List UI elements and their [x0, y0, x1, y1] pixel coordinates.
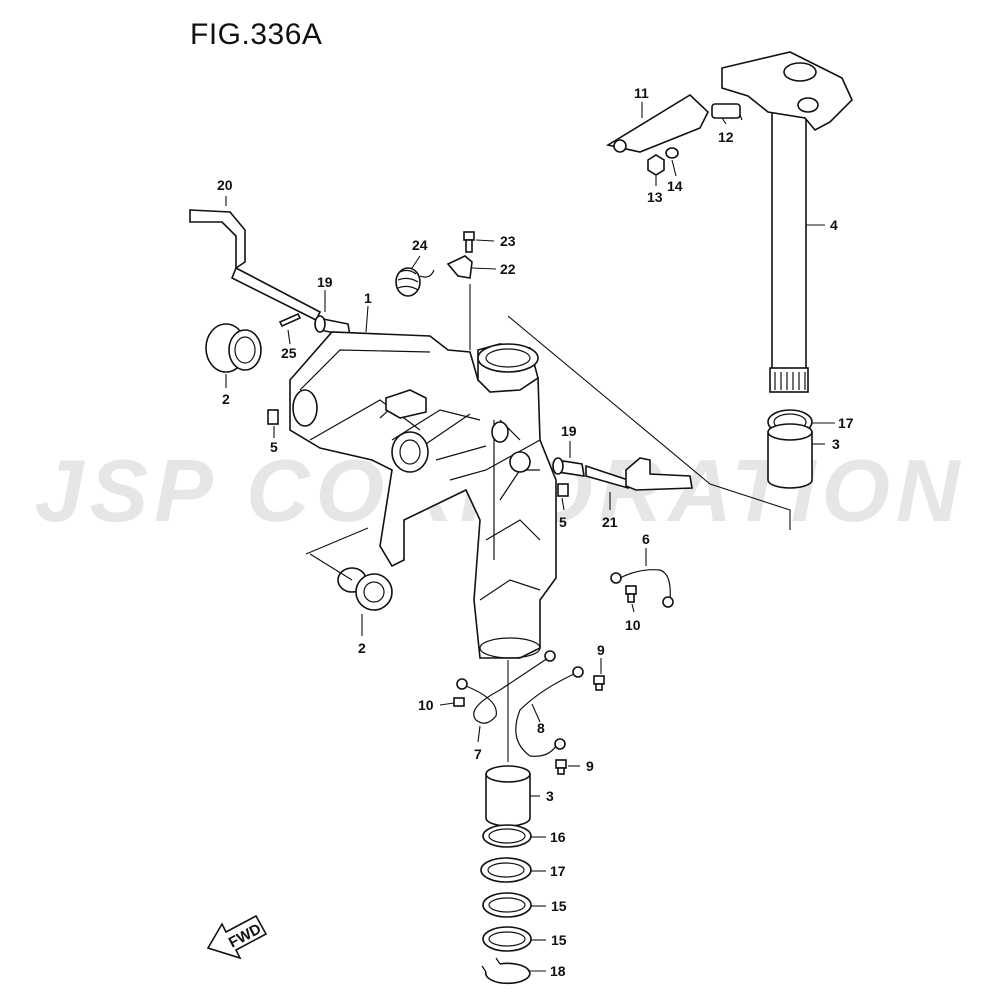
washer-part-14	[665, 147, 679, 159]
callout-5-right: 5	[559, 514, 567, 530]
spring-part-12	[711, 103, 743, 121]
callout-9-upper: 9	[597, 642, 605, 658]
bolt-part-10-lower	[453, 697, 465, 707]
bolt-part-9-lower	[555, 759, 567, 775]
callout-10-lower: 10	[418, 697, 434, 713]
callout-5-left: 5	[270, 439, 278, 455]
callout-19-right: 19	[561, 423, 577, 439]
callout-3-lower: 3	[546, 788, 554, 804]
callout-3-upper: 3	[832, 436, 840, 452]
lever-part-20	[189, 209, 322, 322]
leader-lines	[225, 102, 835, 972]
ground-wire-part-8	[515, 666, 584, 757]
callout-11: 11	[634, 85, 649, 101]
callout-labels: 1 2 2 3 3 4 5 5 6 7 8 9 9 10 10 11 12 13…	[217, 85, 854, 979]
bushing-part-19-right	[552, 457, 585, 477]
callout-7: 7	[474, 746, 482, 762]
callout-12: 12	[718, 129, 734, 145]
callout-6: 6	[642, 531, 650, 547]
plate-part-22	[446, 255, 473, 279]
callout-13: 13	[647, 189, 663, 205]
callout-21: 21	[602, 514, 618, 530]
callout-18: 18	[550, 963, 566, 979]
circlip-part-18	[481, 957, 531, 985]
lever-part-21	[585, 457, 693, 491]
nut-part-13	[647, 154, 665, 176]
assembly-guide-lines	[305, 284, 791, 762]
washer-part-17-lower	[480, 857, 532, 883]
callout-15-upper: 15	[551, 898, 567, 914]
callout-19-upper: 19	[317, 274, 333, 290]
callout-1: 1	[364, 290, 372, 306]
callout-9-lower: 9	[586, 758, 594, 774]
bush-part-3-lower	[485, 765, 531, 827]
callout-23: 23	[500, 233, 516, 249]
spring-part-24	[395, 267, 435, 297]
washer-part-15-upper	[482, 892, 532, 918]
fwd-arrow-icon: FWD	[206, 914, 268, 960]
callout-2-lower: 2	[358, 640, 366, 656]
washer-part-15-lower	[482, 926, 532, 952]
callout-8: 8	[537, 720, 545, 736]
bolt-part-10-upper	[625, 585, 637, 603]
pin-part-25	[278, 312, 302, 328]
bracket-part-11	[605, 93, 709, 153]
callout-4: 4	[830, 217, 838, 233]
figure-title: FIG.336A	[190, 18, 323, 51]
callout-14: 14	[667, 178, 683, 194]
callout-20: 20	[217, 177, 233, 193]
bolt-part-23	[463, 231, 475, 253]
washer-part-16	[482, 824, 532, 848]
callout-10-upper: 10	[625, 617, 641, 633]
nipple-part-5-right	[557, 483, 569, 497]
ground-wire-part-7	[456, 650, 556, 724]
callout-16: 16	[550, 829, 566, 845]
nipple-part-5-left	[267, 409, 279, 425]
bush-part-2-lower	[337, 567, 393, 611]
callout-17-lower: 17	[550, 863, 566, 879]
ground-wire-part-6	[610, 569, 674, 608]
steering-shaft-part-4	[721, 51, 853, 393]
callout-25: 25	[281, 345, 297, 361]
callout-2-upper: 2	[222, 391, 230, 407]
callout-24: 24	[412, 237, 428, 253]
callout-15-lower: 15	[551, 932, 567, 948]
callout-22: 22	[500, 261, 516, 277]
bolt-part-9-upper	[593, 675, 605, 691]
callout-17-upper: 17	[838, 415, 854, 431]
swivel-bracket-part-1	[289, 331, 557, 659]
bush-part-2-upper	[205, 323, 262, 373]
bush-part-3-upper	[767, 423, 813, 489]
